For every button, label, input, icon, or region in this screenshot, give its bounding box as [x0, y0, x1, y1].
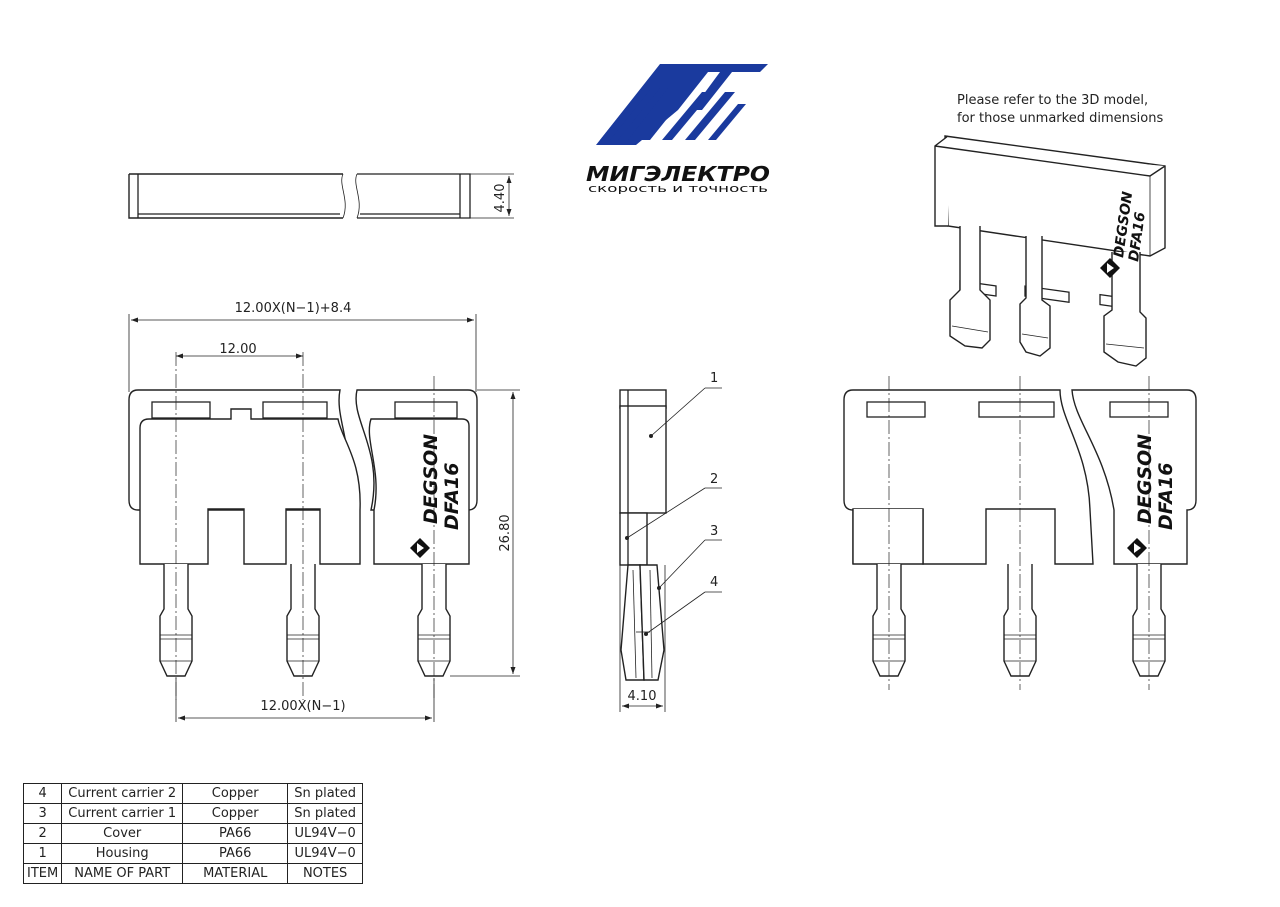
rear-marking-model: DFA16: [1155, 463, 1177, 530]
bom-name: Cover: [61, 823, 184, 844]
note-line-2: for those unmarked dimensions: [957, 111, 1163, 126]
company-logo: МИГЭЛЕКТРО скорость и точность: [586, 64, 770, 195]
callout-1: 1: [710, 371, 718, 386]
table-row: 2 Cover PA66 UL94V−0: [22, 823, 364, 844]
logo-company-name: МИГЭЛЕКТРО: [586, 162, 770, 186]
iso-marking-model: DFA16: [1126, 211, 1149, 263]
marking-model: DFA16: [441, 463, 463, 530]
bom-name: Housing: [61, 843, 184, 864]
bom-material: Copper: [182, 803, 289, 824]
dim-overall-width: 12.00X(N−1)+8.4: [235, 301, 352, 316]
bom-notes: UL94V−0: [287, 843, 364, 864]
bom-item: 2: [22, 823, 63, 844]
table-row: 4 Current carrier 2 Copper Sn plated: [22, 783, 364, 804]
dim-pitch: 12.00: [219, 342, 256, 357]
bom-name: Current carrier 1: [61, 803, 184, 824]
dim-side-width: 4.10: [628, 689, 657, 704]
table-row: 3 Current carrier 1 Copper Sn plated: [22, 803, 364, 824]
table-header-row: ITEM NAME OF PART MATERIAL NOTES: [22, 863, 364, 884]
bom-header-name: NAME OF PART: [61, 863, 184, 884]
callout-4: 4: [710, 575, 718, 590]
bom-header-item: ITEM: [22, 863, 63, 884]
bom-material: Copper: [182, 783, 289, 804]
marking-brand: DEGSON: [420, 434, 442, 524]
iso-view: DEGSON DFA16: [934, 135, 1166, 367]
side-view: 1 2 3 4 4.10: [619, 371, 722, 712]
bom-header-notes: NOTES: [287, 863, 364, 884]
bom-item: 4: [22, 783, 63, 804]
table-row: 1 Housing PA66 UL94V−0: [22, 843, 364, 864]
bom-item: 3: [22, 803, 63, 824]
bom-notes: UL94V−0: [287, 823, 364, 844]
rear-marking-brand: DEGSON: [1134, 434, 1156, 524]
dim-pin-span: 12.00X(N−1): [260, 699, 345, 714]
front-view: 12.00X(N−1)+8.4 12.00 DEGSON DFA16 26.80: [128, 301, 520, 722]
logo-slogan: скорость и точность: [588, 182, 768, 195]
callout-3: 3: [710, 524, 718, 539]
dim-top-height: 4.40: [493, 184, 508, 213]
dim-overall-height: 26.80: [498, 514, 513, 551]
bom-notes: Sn plated: [287, 783, 364, 804]
top-view: 4.40: [128, 173, 514, 219]
rear-view: DEGSON DFA16: [843, 376, 1197, 690]
bom-notes: Sn plated: [287, 803, 364, 824]
bom-item: 1: [22, 843, 63, 864]
bill-of-materials: 4 Current carrier 2 Copper Sn plated 3 C…: [22, 783, 364, 884]
note-line-1: Please refer to the 3D model,: [957, 93, 1148, 108]
callout-2: 2: [710, 472, 718, 487]
bom-material: PA66: [182, 823, 289, 844]
bom-header-material: MATERIAL: [182, 863, 289, 884]
bom-material: PA66: [182, 843, 289, 864]
bom-name: Current carrier 2: [61, 783, 184, 804]
